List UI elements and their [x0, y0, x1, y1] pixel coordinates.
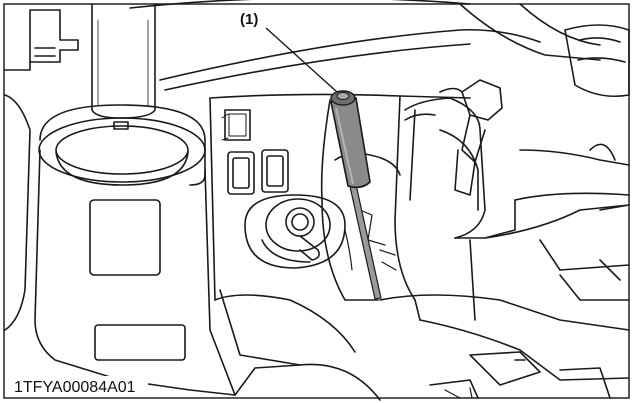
callout-label: (1)	[240, 11, 258, 28]
figure-reference-code: 1TFYA00084A01	[14, 379, 136, 396]
line-art	[5, 0, 629, 400]
figure-border	[4, 4, 629, 398]
callout-leader-line	[266, 28, 337, 92]
dipstick-tool	[331, 91, 381, 299]
